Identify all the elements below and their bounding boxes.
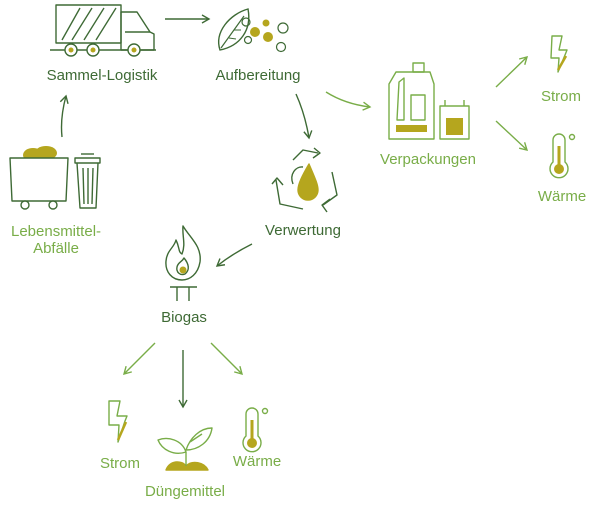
arrow-foodwaste-to-collection xyxy=(59,94,69,138)
label-heat-top: Wärme xyxy=(537,188,587,205)
arrow-packaging-to-electricity xyxy=(495,56,529,88)
label-electricity-bottom: Strom xyxy=(99,455,141,472)
garbage-truck-icon xyxy=(50,4,156,57)
food-waste-bins-icon xyxy=(9,146,101,210)
label-recovery: Verwertung xyxy=(265,222,341,239)
arrow-biogas-to-electricity xyxy=(123,342,156,375)
label-food-waste-line1: Lebensmittel- xyxy=(10,223,102,240)
arrow-recovery-to-biogas xyxy=(215,243,253,267)
bottles-and-bag-icon xyxy=(388,62,470,140)
label-food-waste-line2: Abfälle xyxy=(33,240,79,257)
label-biogas: Biogas xyxy=(161,309,207,326)
label-processing: Aufbereitung xyxy=(215,67,301,84)
label-packaging: Verpackungen xyxy=(380,151,476,168)
label-collection: Sammel-Logistik xyxy=(46,67,158,84)
sprout-icon xyxy=(157,427,213,471)
arrow-processing-to-packaging xyxy=(325,91,372,111)
lightning-bolt-icon-top xyxy=(550,35,568,73)
arrow-biogas-to-heat xyxy=(210,342,243,375)
arrow-processing-to-recovery xyxy=(295,93,313,140)
flame-burner-icon xyxy=(165,225,201,301)
label-heat-bottom: Wärme xyxy=(232,453,282,470)
thermometer-icon-top xyxy=(549,133,576,179)
arrow-packaging-to-heat xyxy=(495,120,529,151)
leaf-and-pellets-icon xyxy=(218,8,289,53)
label-fertilizer: Düngemittel xyxy=(144,483,226,500)
recycle-droplet-icon xyxy=(271,147,338,213)
thermometer-icon-bottom xyxy=(242,407,269,453)
label-electricity-top: Strom xyxy=(540,88,582,105)
lightning-bolt-icon-bottom xyxy=(108,400,128,443)
